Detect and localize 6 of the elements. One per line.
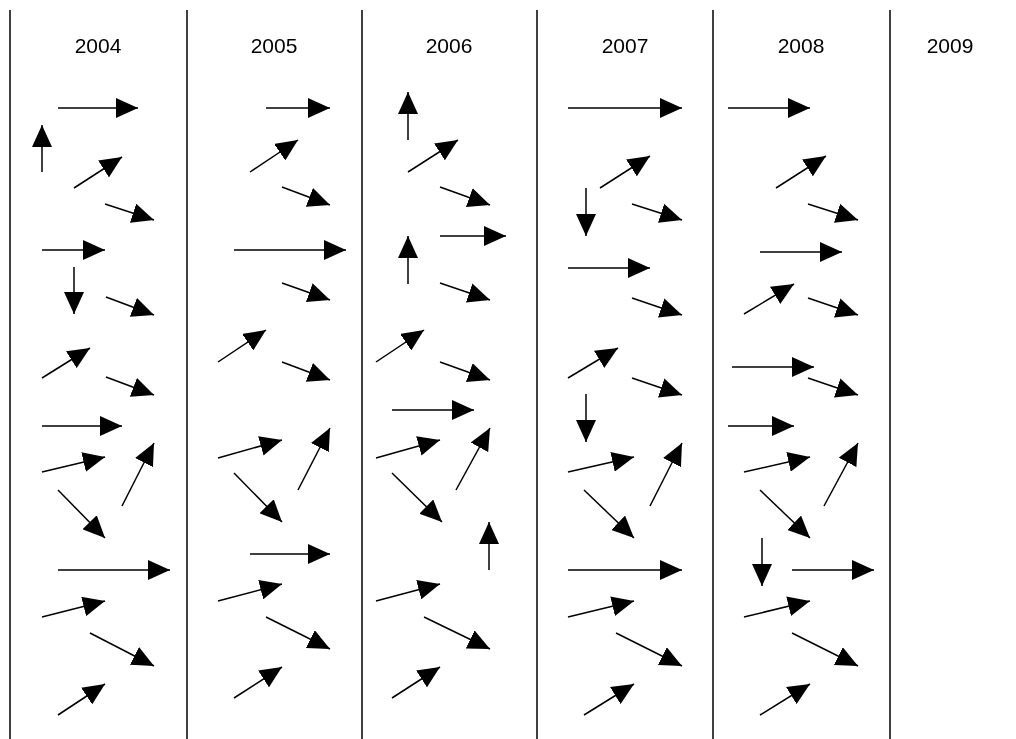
year-label: 2006 xyxy=(425,34,473,58)
year-label: 2008 xyxy=(777,34,825,58)
year-label: 2004 xyxy=(74,34,122,58)
year-label: 2005 xyxy=(250,34,298,58)
year-label: 2009 xyxy=(926,34,974,58)
year-label: 2007 xyxy=(601,34,649,58)
